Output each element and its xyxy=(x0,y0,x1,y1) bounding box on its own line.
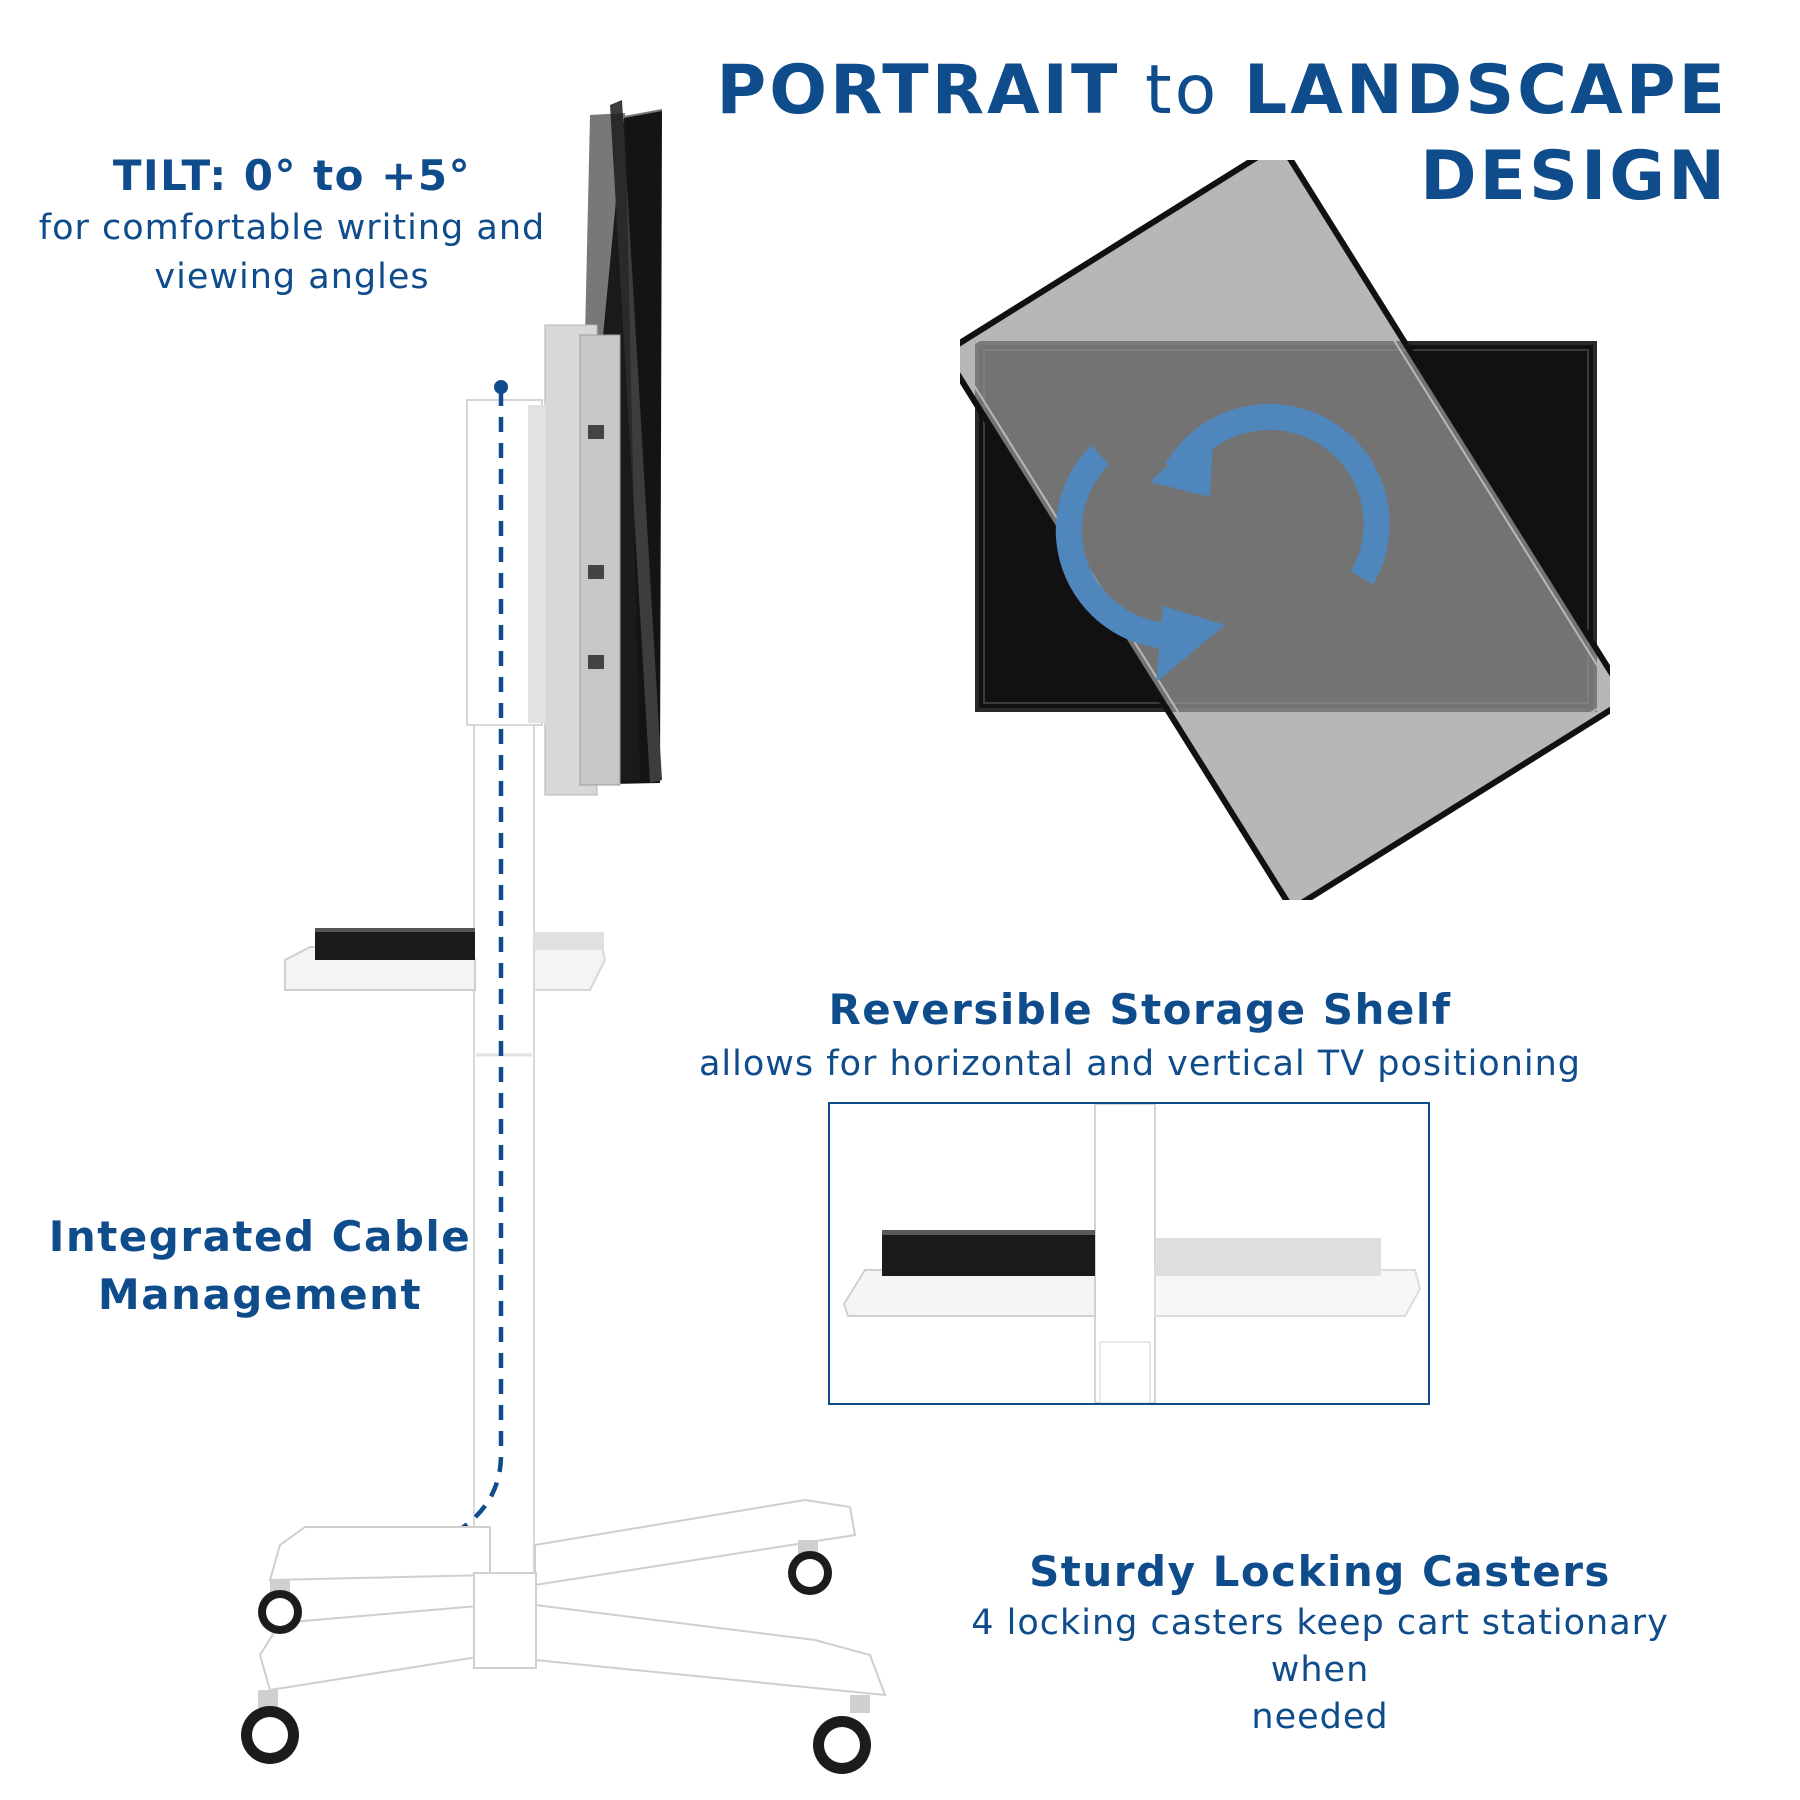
inset-shelf-right xyxy=(1154,1269,1422,1317)
caster-wheels xyxy=(241,1540,871,1774)
shelf-subtext: allows for horizontal and vertical TV po… xyxy=(698,1044,1582,1084)
headline-word-design: DESIGN xyxy=(1420,137,1728,216)
headline-word-portrait: PORTRAIT xyxy=(716,51,1121,130)
column-pole xyxy=(473,724,535,1646)
tv-mount-bracket xyxy=(544,324,621,796)
tilt-callout: TILT: 0° to +5° for comfortable writing … xyxy=(22,148,562,302)
headline-word-to: to xyxy=(1145,51,1220,130)
headline-word-landscape: LANDSCAPE xyxy=(1243,51,1728,130)
shelf-inset-illustration xyxy=(842,1104,1422,1403)
headline-line-2: DESIGN xyxy=(716,134,1728,220)
caster-back-right xyxy=(788,1540,832,1595)
tilt-subtext-line-1: for comfortable writing and xyxy=(38,208,546,248)
headline-line-1: PORTRAIT to LANDSCAPE xyxy=(716,48,1728,134)
inset-column-lower xyxy=(1099,1341,1151,1403)
caster-front-right xyxy=(813,1695,871,1774)
casters-subtext-line-1: 4 locking casters keep cart stationary w… xyxy=(971,1603,1669,1690)
casters-heading: Sturdy Locking Casters xyxy=(1029,1547,1611,1596)
cable-heading-line-2: Management xyxy=(97,1270,423,1319)
device-box-edge xyxy=(315,928,475,932)
rotate-arrows-icon xyxy=(1055,403,1390,682)
tilt-subtext-line-2: viewing angles xyxy=(154,257,430,297)
cable-route-start-dot xyxy=(494,380,508,394)
shelf-heading: Reversible Storage Shelf xyxy=(828,985,1452,1034)
storage-shelf-callout: Reversible Storage Shelf allows for hori… xyxy=(640,982,1640,1090)
cable-heading-line-1: Integrated Cable xyxy=(48,1212,472,1261)
device-box xyxy=(315,930,475,960)
shelf-inset-frame xyxy=(828,1102,1430,1405)
storage-shelf xyxy=(284,928,607,991)
headline: PORTRAIT to LANDSCAPE DESIGN xyxy=(716,48,1728,220)
caster-back-left xyxy=(258,1580,302,1634)
inset-reverse-shelf-block xyxy=(1155,1238,1381,1276)
rotation-illustration xyxy=(960,160,1610,900)
column-top-shadow xyxy=(528,405,546,723)
casters-subtext-line-2: needed xyxy=(1251,1697,1389,1737)
inset-device-box xyxy=(882,1232,1095,1276)
inset-device-edge xyxy=(882,1230,1095,1235)
tv-cart-illustration xyxy=(241,100,887,1774)
casters-callout: Sturdy Locking Casters 4 locking casters… xyxy=(920,1544,1720,1741)
cable-management-callout: Integrated Cable Management xyxy=(20,1208,500,1324)
shelf-back-block xyxy=(534,932,604,950)
caster-front-left xyxy=(241,1690,299,1764)
inset-shelf-left xyxy=(842,1269,1096,1317)
tilt-heading: TILT: 0° to +5° xyxy=(112,151,472,200)
cart-base xyxy=(258,1498,887,1697)
